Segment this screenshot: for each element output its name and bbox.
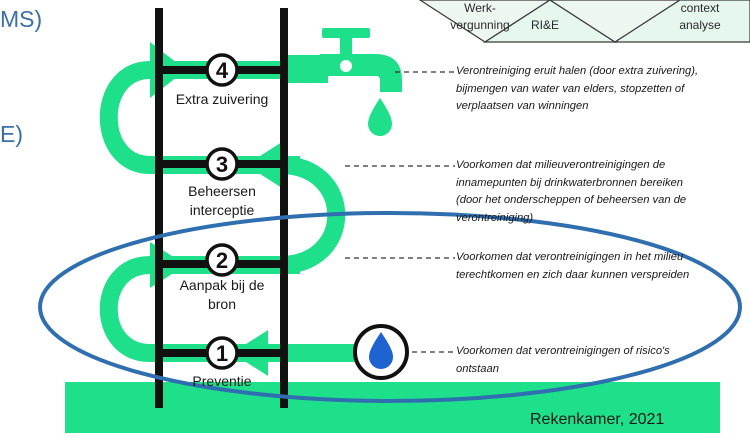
note-rung-2: Voorkomen dat verontreinigingen in het m… xyxy=(456,251,690,281)
badge-1-number: 1 xyxy=(216,341,228,366)
badge-2 xyxy=(205,243,239,277)
triangle-label-3b: analyse xyxy=(679,18,721,32)
highlight-ellipse xyxy=(38,211,742,403)
ladder-rail-left xyxy=(155,8,163,408)
rung-label-4: Extra zuivering xyxy=(175,91,269,107)
top-triangles: Werk- vergunning RI&E context analyse xyxy=(418,0,750,43)
source-credit: Rekenkamer, 2021 xyxy=(530,411,665,428)
note-rung-4: Verontreiniging eruit halen (door extra … xyxy=(456,65,699,112)
flow-loop-1-2 xyxy=(99,256,151,362)
badge-1 xyxy=(205,336,239,370)
rung-label-1: Preventie xyxy=(192,373,252,389)
triangle-label-3a: context xyxy=(681,1,720,15)
leader-lines xyxy=(345,71,455,353)
rung-label-2: Aanpak bij de bron xyxy=(179,277,265,312)
rung-label-3: Beheersen interceptie xyxy=(188,183,256,218)
note-rung-3: Voorkomen dat milieuverontreinigingen de… xyxy=(456,159,687,224)
badge-3-number: 3 xyxy=(216,152,228,177)
left-fragment-2: E) xyxy=(0,121,23,147)
ground-strip xyxy=(65,382,720,433)
badge-4-number: 4 xyxy=(216,58,229,83)
triangle-label-1a: Werk- xyxy=(464,1,496,15)
badge-2-number: 2 xyxy=(216,248,228,273)
left-fragment-1: MS) xyxy=(0,6,43,32)
triangle-label-1b: vergunning xyxy=(450,18,509,32)
water-tap-icon xyxy=(288,28,402,92)
triangle-label-2: RI&E xyxy=(531,18,559,32)
triangle-extra xyxy=(612,0,750,43)
flow-loop-3-4 xyxy=(99,61,151,174)
drop-in-badge xyxy=(369,332,393,369)
water-drop-icon xyxy=(368,98,392,136)
rung-number-badges: 4 3 2 1 xyxy=(205,53,239,370)
badge-3 xyxy=(205,147,239,181)
note-rung-1: Voorkomen dat verontreinigingen of risic… xyxy=(456,345,670,375)
ladder-rail-right xyxy=(280,8,288,408)
badge-4 xyxy=(205,53,239,87)
